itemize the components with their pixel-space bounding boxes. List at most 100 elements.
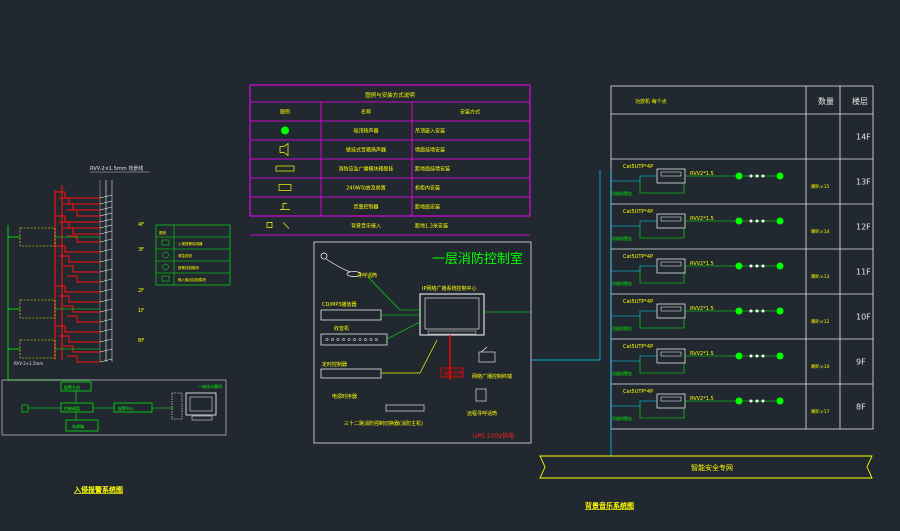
- legend-header-cell: 图例: [280, 109, 290, 116]
- cable-label: Cat5UTP*4P: [623, 254, 653, 260]
- box-label: 报警主机: [64, 384, 80, 390]
- ellipsis-dot: [755, 219, 759, 223]
- speaker-qty: 喇叭×12: [811, 318, 830, 325]
- speaker-qty: 喇叭×13: [811, 273, 830, 280]
- monitor-label: 一体化计算机: [198, 383, 222, 389]
- box-label: 控制键盘: [64, 405, 80, 411]
- floor-device-box: [19, 227, 56, 247]
- cd-label: CD/MP3播放器: [322, 301, 357, 308]
- power-seq-label: 电源时序器: [332, 393, 357, 400]
- tuner-device: [320, 333, 388, 346]
- keypad-box: [60, 402, 94, 413]
- speaker-icon: [776, 307, 784, 315]
- speaker-icon: [735, 217, 743, 225]
- fire-signal-box: [440, 367, 464, 378]
- power-box: [65, 419, 99, 432]
- cable-label: Cat5UTP*4P: [623, 209, 653, 215]
- legend-name-cell: 壁挂式音箱扬声器: [346, 147, 386, 154]
- wire-label: RVV2*1.5: [690, 216, 714, 222]
- floor-device-box: [19, 339, 56, 359]
- volume-icon: [280, 203, 290, 210]
- button-icon: [162, 251, 169, 259]
- box-label: 报警中心: [118, 405, 134, 411]
- network-terminal-label: 网络广播控制终端: [472, 373, 512, 380]
- speaker-qty: 喇叭×17: [811, 408, 830, 415]
- riser-bottom-label: RVV-2×1.5mm: [14, 361, 43, 366]
- legend-install-cell: 距地面安装: [415, 204, 440, 211]
- speaker-icon: [735, 397, 743, 405]
- floor-device-box: [19, 299, 56, 319]
- level-label: 2F: [138, 288, 144, 294]
- intrusion-caption: 入侵报警系统图: [73, 485, 123, 494]
- panel-header-text: 功放机 每个点: [635, 98, 667, 105]
- legend-name-cell: 背景音乐接入: [351, 223, 381, 230]
- cable-label: Cat5UTP*4P: [623, 299, 653, 305]
- tuner-knob: [353, 338, 356, 341]
- ellipsis-dot: [749, 354, 753, 358]
- legend-row-label: 入侵报警探测器: [178, 241, 203, 246]
- wire-label: RVV2*1.5: [690, 306, 714, 312]
- legend-name-cell: 240W功放及前置: [346, 185, 386, 192]
- legend-install-cell: 墙面挂墙安装: [415, 147, 445, 154]
- ellipsis-dot: [761, 354, 765, 358]
- amplifier-icon: [275, 165, 295, 172]
- bgm-caption: 背景音乐系统图: [585, 501, 634, 510]
- floor-label: 14F: [856, 133, 871, 142]
- speaker-qty: 喇叭×15: [811, 183, 830, 190]
- zone-switch-label: 三十二路消防强制切换器(消防主机): [344, 420, 423, 427]
- legend-table: 图例与安装方式说明 图例名称安装方式吸顶扬声器吊顶嵌入安装壁挂式音箱扬声器墙面挂…: [249, 84, 531, 236]
- control-room-frame: [313, 241, 532, 444]
- fire-signal-label: 消防信号: [443, 370, 463, 377]
- speaker-icon: [735, 307, 743, 315]
- legend-install-cell: 距地1.3米安装: [415, 223, 448, 230]
- siren-icon: [21, 404, 29, 413]
- legend-row-label: 报警控制模块: [178, 265, 199, 270]
- tuner-knob: [336, 338, 340, 341]
- ellipsis-dot: [755, 309, 759, 313]
- ellipsis-dot: [761, 219, 765, 223]
- control-room: 一层消防控制室 寻呼话筒 CD/MP3播放器 收音机 IP网络广播系统控制中心 …: [313, 241, 532, 444]
- cable-label: Cat5UTP*4P: [623, 164, 653, 170]
- level-label: 4F: [138, 222, 144, 228]
- speaker-icon: [776, 217, 784, 225]
- ellipsis-dot: [755, 264, 759, 268]
- legend-install-cell: 机柜内安装: [415, 185, 440, 192]
- amp-mount-label: 功放机壁挂: [612, 190, 632, 196]
- amp-mount-label: 功放机壁挂: [612, 280, 632, 286]
- amp-mount-label: 功放机壁挂: [612, 415, 632, 421]
- ellipsis-dot: [749, 399, 753, 403]
- floor-label: 13F: [856, 178, 871, 187]
- banner-text: 智能安全专网: [691, 463, 733, 472]
- switch-icon: [266, 222, 290, 229]
- network-terminal-icon: [478, 346, 496, 363]
- legend-install-cell: 距地面挂墙安装: [415, 166, 450, 173]
- cable-label: Cat5UTP*4P: [623, 389, 653, 395]
- level-label: 1F: [138, 308, 144, 314]
- floor-label: 11F: [856, 268, 871, 277]
- ellipsis-dot: [761, 399, 765, 403]
- tuner-knob: [331, 338, 334, 341]
- legend-row-label: 紧急按钮: [178, 253, 192, 258]
- remote-mic-icon: [475, 388, 487, 402]
- legend-install-cell: 吊顶嵌入安装: [415, 128, 445, 135]
- timer-label: 定时控制器: [322, 361, 347, 368]
- amp-mount-label: 功放机壁挂: [612, 235, 632, 241]
- center-monitor-device: [419, 293, 485, 336]
- tuner-knob: [358, 338, 362, 341]
- legend-row-label: 图例: [159, 230, 166, 235]
- level-label: BF: [138, 338, 144, 344]
- floor-panel: 功放机 每个点 数量 楼层 14F13FCat5UTP*4P功放机壁挂RVV2*…: [539, 85, 874, 479]
- legend-row-label: 输入输出控制模块: [178, 277, 206, 282]
- tower-icon: [171, 392, 183, 420]
- amp-mount-label: 功放机壁挂: [612, 370, 632, 376]
- speaker-icon: [735, 172, 743, 180]
- zone-switcher-device: [385, 404, 425, 412]
- speaker-icon: [776, 172, 784, 180]
- timer-device: [320, 368, 382, 379]
- level-label: 3F: [138, 247, 144, 253]
- wire-label: RVV2*1.5: [690, 396, 714, 402]
- microphone-icon: [320, 252, 362, 277]
- ellipsis-dot: [755, 399, 759, 403]
- legend-name-cell: 吸顶扬声器: [353, 128, 378, 135]
